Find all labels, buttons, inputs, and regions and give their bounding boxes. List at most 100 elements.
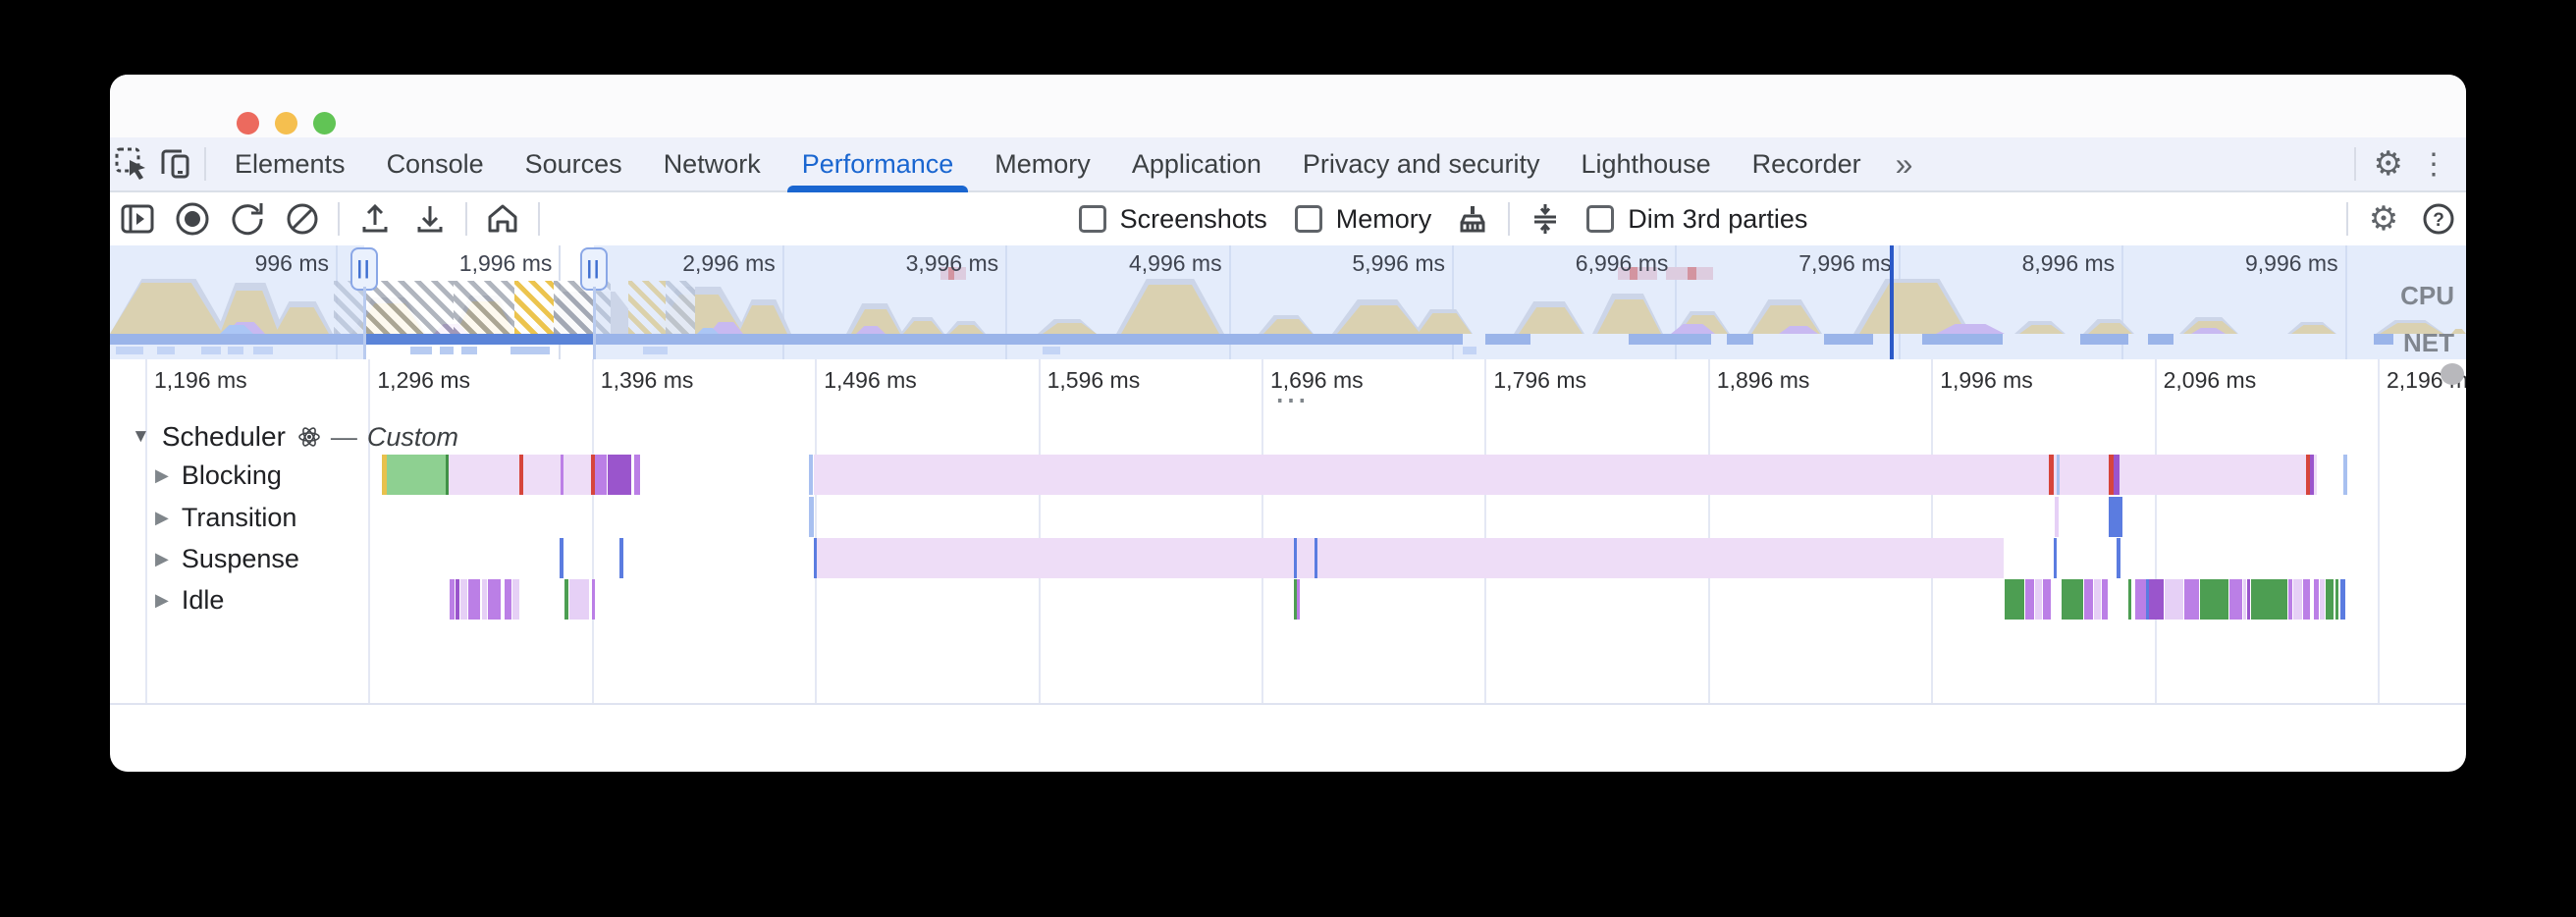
track-segment[interactable] <box>2149 579 2164 620</box>
track-segment[interactable] <box>809 497 814 537</box>
track-row-label-blocking[interactable]: ▶Blocking <box>155 458 282 492</box>
track-segment[interactable] <box>2303 579 2310 620</box>
settings-gear-icon[interactable]: ⚙ <box>2373 145 2403 183</box>
track-segment[interactable] <box>634 455 640 495</box>
capture-settings-gear-icon[interactable]: ⚙ <box>2368 200 2399 238</box>
screenshots-checkbox-group[interactable]: Screenshots <box>1078 204 1267 235</box>
row-expand-arrow-icon[interactable]: ▶ <box>155 589 169 610</box>
record-and-reload-icon[interactable] <box>225 196 270 242</box>
track-segment[interactable] <box>505 579 511 620</box>
scheduler-track-header[interactable]: ▼ Scheduler — Custom <box>132 420 458 454</box>
track-segment[interactable] <box>2057 455 2060 495</box>
track-segment[interactable] <box>2184 579 2199 620</box>
track-segment[interactable] <box>2200 579 2228 620</box>
track-segment[interactable] <box>814 538 2004 578</box>
track-segment[interactable] <box>814 455 2317 495</box>
track-segment[interactable] <box>1294 579 1297 620</box>
track-segment[interactable] <box>2049 455 2054 495</box>
tab-elements[interactable]: Elements <box>235 148 346 179</box>
track-segment[interactable] <box>512 579 519 620</box>
row-expand-arrow-icon[interactable]: ▶ <box>155 464 169 485</box>
collapse-sections-icon[interactable] <box>1523 196 1568 242</box>
track-segment[interactable] <box>2135 579 2146 620</box>
track-segment[interactable] <box>2005 579 2024 620</box>
download-profile-icon[interactable] <box>407 196 453 242</box>
track-segment[interactable] <box>2310 455 2314 495</box>
track-segment[interactable] <box>560 538 564 578</box>
tab-recorder[interactable]: Recorder <box>1751 148 1861 179</box>
track-segment[interactable] <box>2335 579 2338 620</box>
track-segment[interactable] <box>2102 579 2108 620</box>
track-lane-idle[interactable] <box>110 579 2466 620</box>
track-lane-transition[interactable] <box>110 497 2466 537</box>
track-segment[interactable] <box>569 579 589 620</box>
track-segment[interactable] <box>2165 579 2183 620</box>
track-segment[interactable] <box>1294 538 1297 578</box>
track-segment[interactable] <box>456 579 459 620</box>
toggle-sidebar-icon[interactable] <box>115 196 160 242</box>
track-segment[interactable] <box>2109 455 2114 495</box>
track-segment[interactable] <box>2343 455 2347 495</box>
memory-checkbox-group[interactable]: Memory <box>1294 204 1431 235</box>
track-segment[interactable] <box>809 455 813 495</box>
tab-privacy-and-security[interactable]: Privacy and security <box>1302 148 1540 179</box>
track-row-label-transition[interactable]: ▶Transition <box>155 501 296 534</box>
help-icon[interactable]: ? <box>2416 196 2461 242</box>
track-segment[interactable] <box>814 538 817 578</box>
track-segment[interactable] <box>2043 579 2051 620</box>
track-segment[interactable] <box>468 579 480 620</box>
screenshots-checkbox[interactable] <box>1078 205 1106 233</box>
track-segment[interactable] <box>2326 579 2334 620</box>
dim-3rd-parties-checkbox-group[interactable]: Dim 3rd parties <box>1586 204 1807 235</box>
record-icon[interactable] <box>170 196 215 242</box>
track-segment[interactable] <box>2320 579 2325 620</box>
track-segment[interactable] <box>619 538 623 578</box>
memory-checkbox[interactable] <box>1294 205 1322 233</box>
track-segment[interactable] <box>450 579 455 620</box>
track-segment[interactable] <box>1315 538 1317 578</box>
track-segment[interactable] <box>2055 497 2059 537</box>
tab-performance[interactable]: Performance <box>781 137 975 192</box>
track-segment[interactable] <box>519 455 523 495</box>
minimize-button[interactable] <box>275 112 297 135</box>
close-button[interactable] <box>237 112 259 135</box>
selection-handle-right[interactable]: || <box>580 247 608 291</box>
track-segment[interactable] <box>2062 579 2083 620</box>
more-options-icon[interactable]: ⋮ <box>2419 147 2448 181</box>
track-segment[interactable] <box>2094 579 2101 620</box>
zoom-button[interactable] <box>313 112 336 135</box>
collect-garbage-icon[interactable] <box>1450 196 1495 242</box>
track-segment[interactable] <box>2025 579 2034 620</box>
track-segment[interactable] <box>1297 579 1300 620</box>
track-segment[interactable] <box>488 579 501 620</box>
upload-profile-icon[interactable] <box>352 196 398 242</box>
track-segment[interactable] <box>2306 455 2310 495</box>
inspect-element-icon[interactable] <box>110 142 153 186</box>
tab-lighthouse[interactable]: Lighthouse <box>1581 148 1711 179</box>
track-segment[interactable] <box>2340 579 2345 620</box>
track-segment[interactable] <box>595 455 607 495</box>
track-segment[interactable] <box>2251 579 2287 620</box>
track-segment[interactable] <box>592 579 595 620</box>
track-segment[interactable] <box>2229 579 2242 620</box>
tab-application[interactable]: Application <box>1131 148 1261 179</box>
track-segment[interactable] <box>2128 579 2131 620</box>
track-segment[interactable] <box>2293 579 2302 620</box>
track-lane-suspense[interactable] <box>110 538 2466 578</box>
track-segment[interactable] <box>591 455 595 495</box>
track-segment[interactable] <box>2247 579 2250 620</box>
track-segment[interactable] <box>446 455 449 495</box>
tab-network[interactable]: Network <box>663 148 761 179</box>
track-segment[interactable] <box>2146 579 2149 620</box>
track-segment[interactable] <box>2054 538 2057 578</box>
device-toolbar-icon[interactable] <box>153 142 196 186</box>
panel-resize-handle[interactable]: ⋯ <box>1274 382 1308 419</box>
track-segment[interactable] <box>460 579 467 620</box>
track-segment[interactable] <box>2314 579 2319 620</box>
track-segment[interactable] <box>561 455 564 495</box>
track-lane-blocking[interactable] <box>110 455 2466 495</box>
track-segment[interactable] <box>482 579 487 620</box>
track-row-label-suspense[interactable]: ▶Suspense <box>155 542 299 575</box>
track-segment[interactable] <box>564 579 568 620</box>
